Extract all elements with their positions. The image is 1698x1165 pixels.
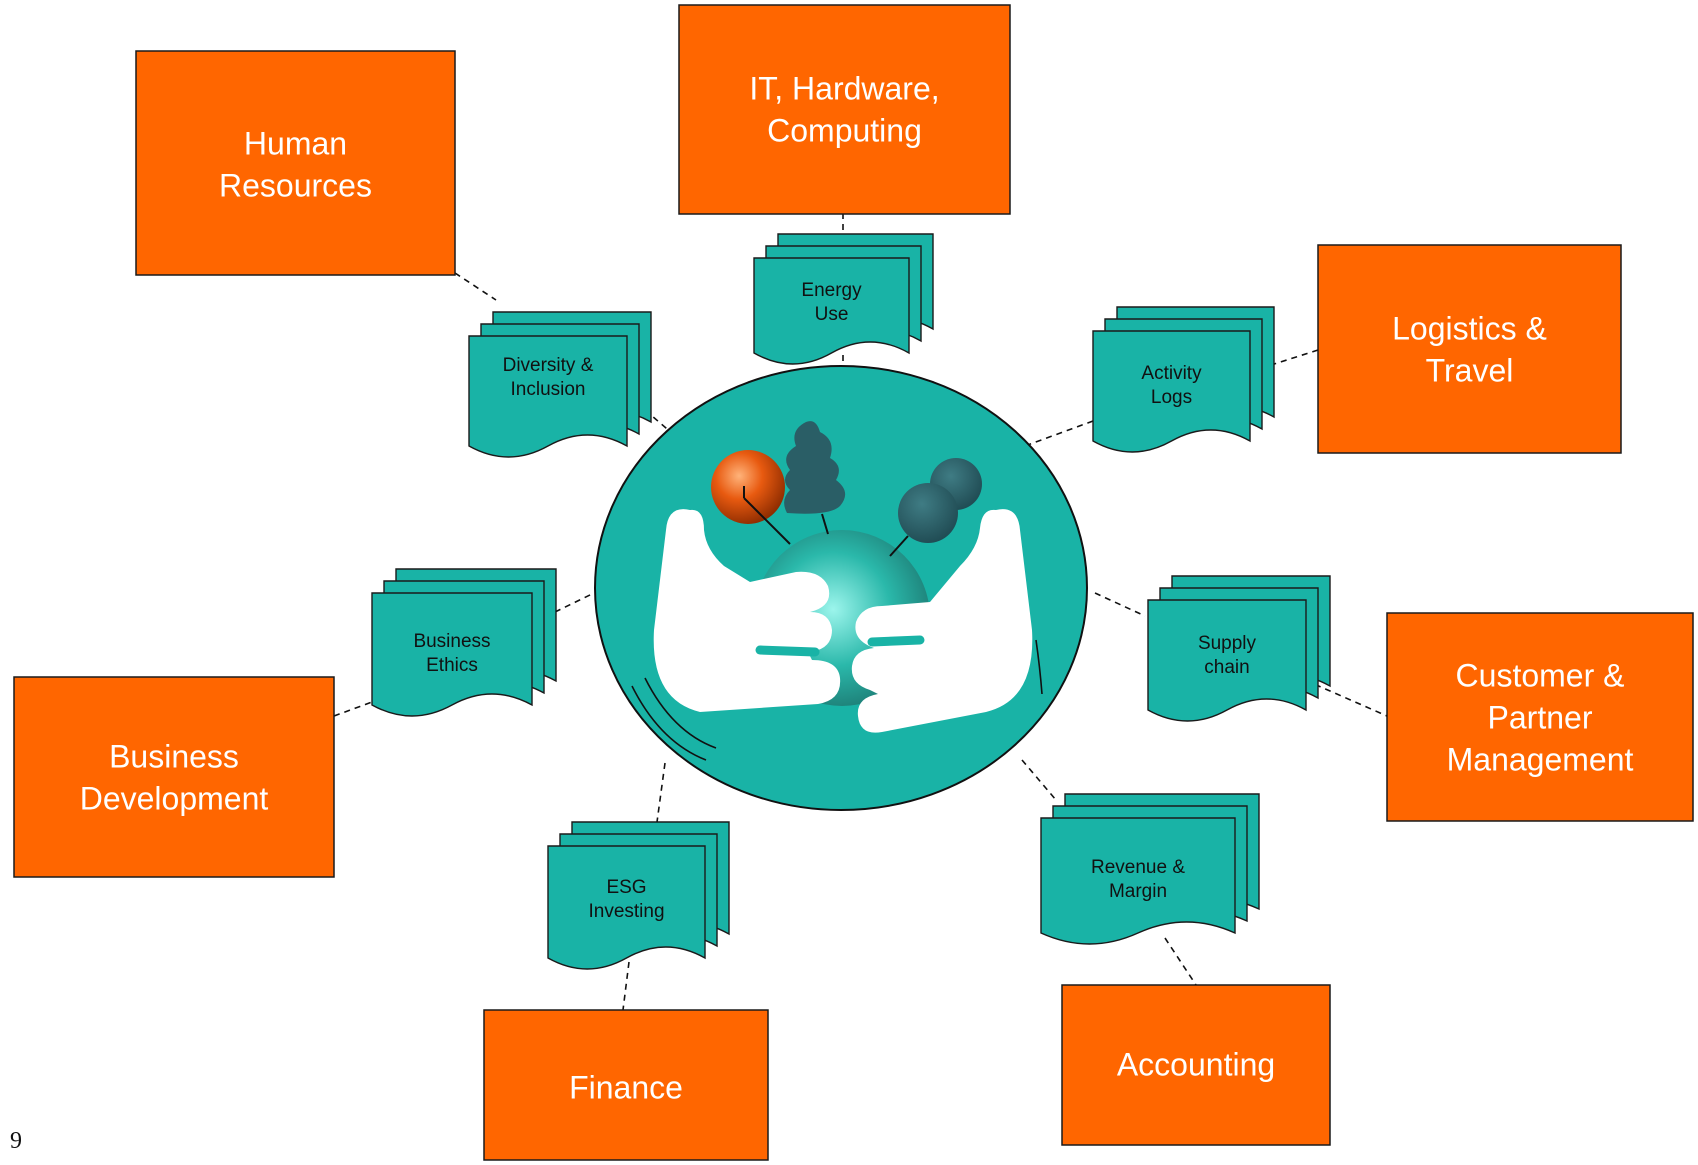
document-revenue-line: Margin [1109,881,1167,902]
document-sheet [371,592,533,717]
connector-supply-center [1094,592,1146,617]
department-customer-line: Customer & [1456,657,1625,693]
connector-finance [622,961,630,1011]
document-revenue-line: Revenue & [1091,857,1185,878]
department-box [483,1009,769,1161]
documents: Diversity &InclusionEnergyUseActivityLog… [371,233,1331,970]
connector-hr [454,272,497,301]
department-accounting-line: Accounting [1117,1046,1275,1082]
department-box [13,676,335,878]
center-emblem [594,365,1088,811]
document-diversity-line: Diversity & [503,355,594,376]
connector-esg-center [656,762,666,823]
orange-sphere [711,450,785,524]
document-esg-line: ESG [606,877,646,898]
document-sheet [468,335,628,458]
department-logistics: Logistics & Travel [1317,244,1622,454]
department-customer-line: Management [1447,741,1634,777]
department-box [1386,612,1694,822]
document-supply-line: chain [1204,657,1249,678]
document-supply: Supply chain [1147,575,1331,722]
document-energy-line: Use [815,304,849,325]
department-finance-line: Finance [569,1069,683,1105]
document-diversity: Diversity & Inclusion [468,311,652,458]
document-sheet [1147,599,1307,722]
document-sheet [1092,330,1251,453]
document-sheet [753,257,910,365]
document-energy-line: Energy [801,280,862,301]
document-activity-line: Activity [1141,363,1202,384]
department-bizdev-line: Development [80,780,269,816]
document-revenue: Revenue & Margin [1040,793,1260,945]
document-esg-line: Investing [588,901,664,922]
department-logistics-line: Travel [1426,352,1514,388]
document-ethics-line: Ethics [426,655,478,676]
department-box [1061,984,1331,1146]
department-box [678,4,1011,215]
department-finance: Finance [483,1009,769,1161]
connector-bizdev [333,701,373,717]
department-it-line: Computing [767,112,922,148]
department-customer-line: Partner [1488,699,1593,735]
department-bizdev-line: Business [109,738,239,774]
document-esg: ESG Investing [547,821,730,970]
connector-logistics [1267,349,1319,367]
page-number: 9 [10,1128,22,1154]
connector-activity-center [1024,420,1094,447]
department-hr-line: Human [244,125,347,161]
department-it: IT, Hardware, Computing [678,4,1011,215]
connector-revenue-center [1021,759,1057,801]
hands-holding-earth-with-sphere-tree-and-bush-icon [631,421,1043,761]
document-supply-line: Supply [1198,633,1257,654]
department-hr-line: Resources [219,167,372,203]
document-sheet [547,845,706,970]
connector-ethics-center [554,592,595,613]
document-ethics-line: Business [413,631,490,652]
document-activity-line: Logs [1151,387,1192,408]
department-it-line: IT, Hardware, [749,70,939,106]
document-sheet [1040,817,1236,945]
department-box [135,50,456,276]
connector-accounting [1164,937,1197,986]
department-box [1317,244,1622,454]
document-diversity-line: Inclusion [511,379,586,400]
department-logistics-line: Logistics & [1392,310,1547,346]
department-accounting: Accounting [1061,984,1331,1146]
